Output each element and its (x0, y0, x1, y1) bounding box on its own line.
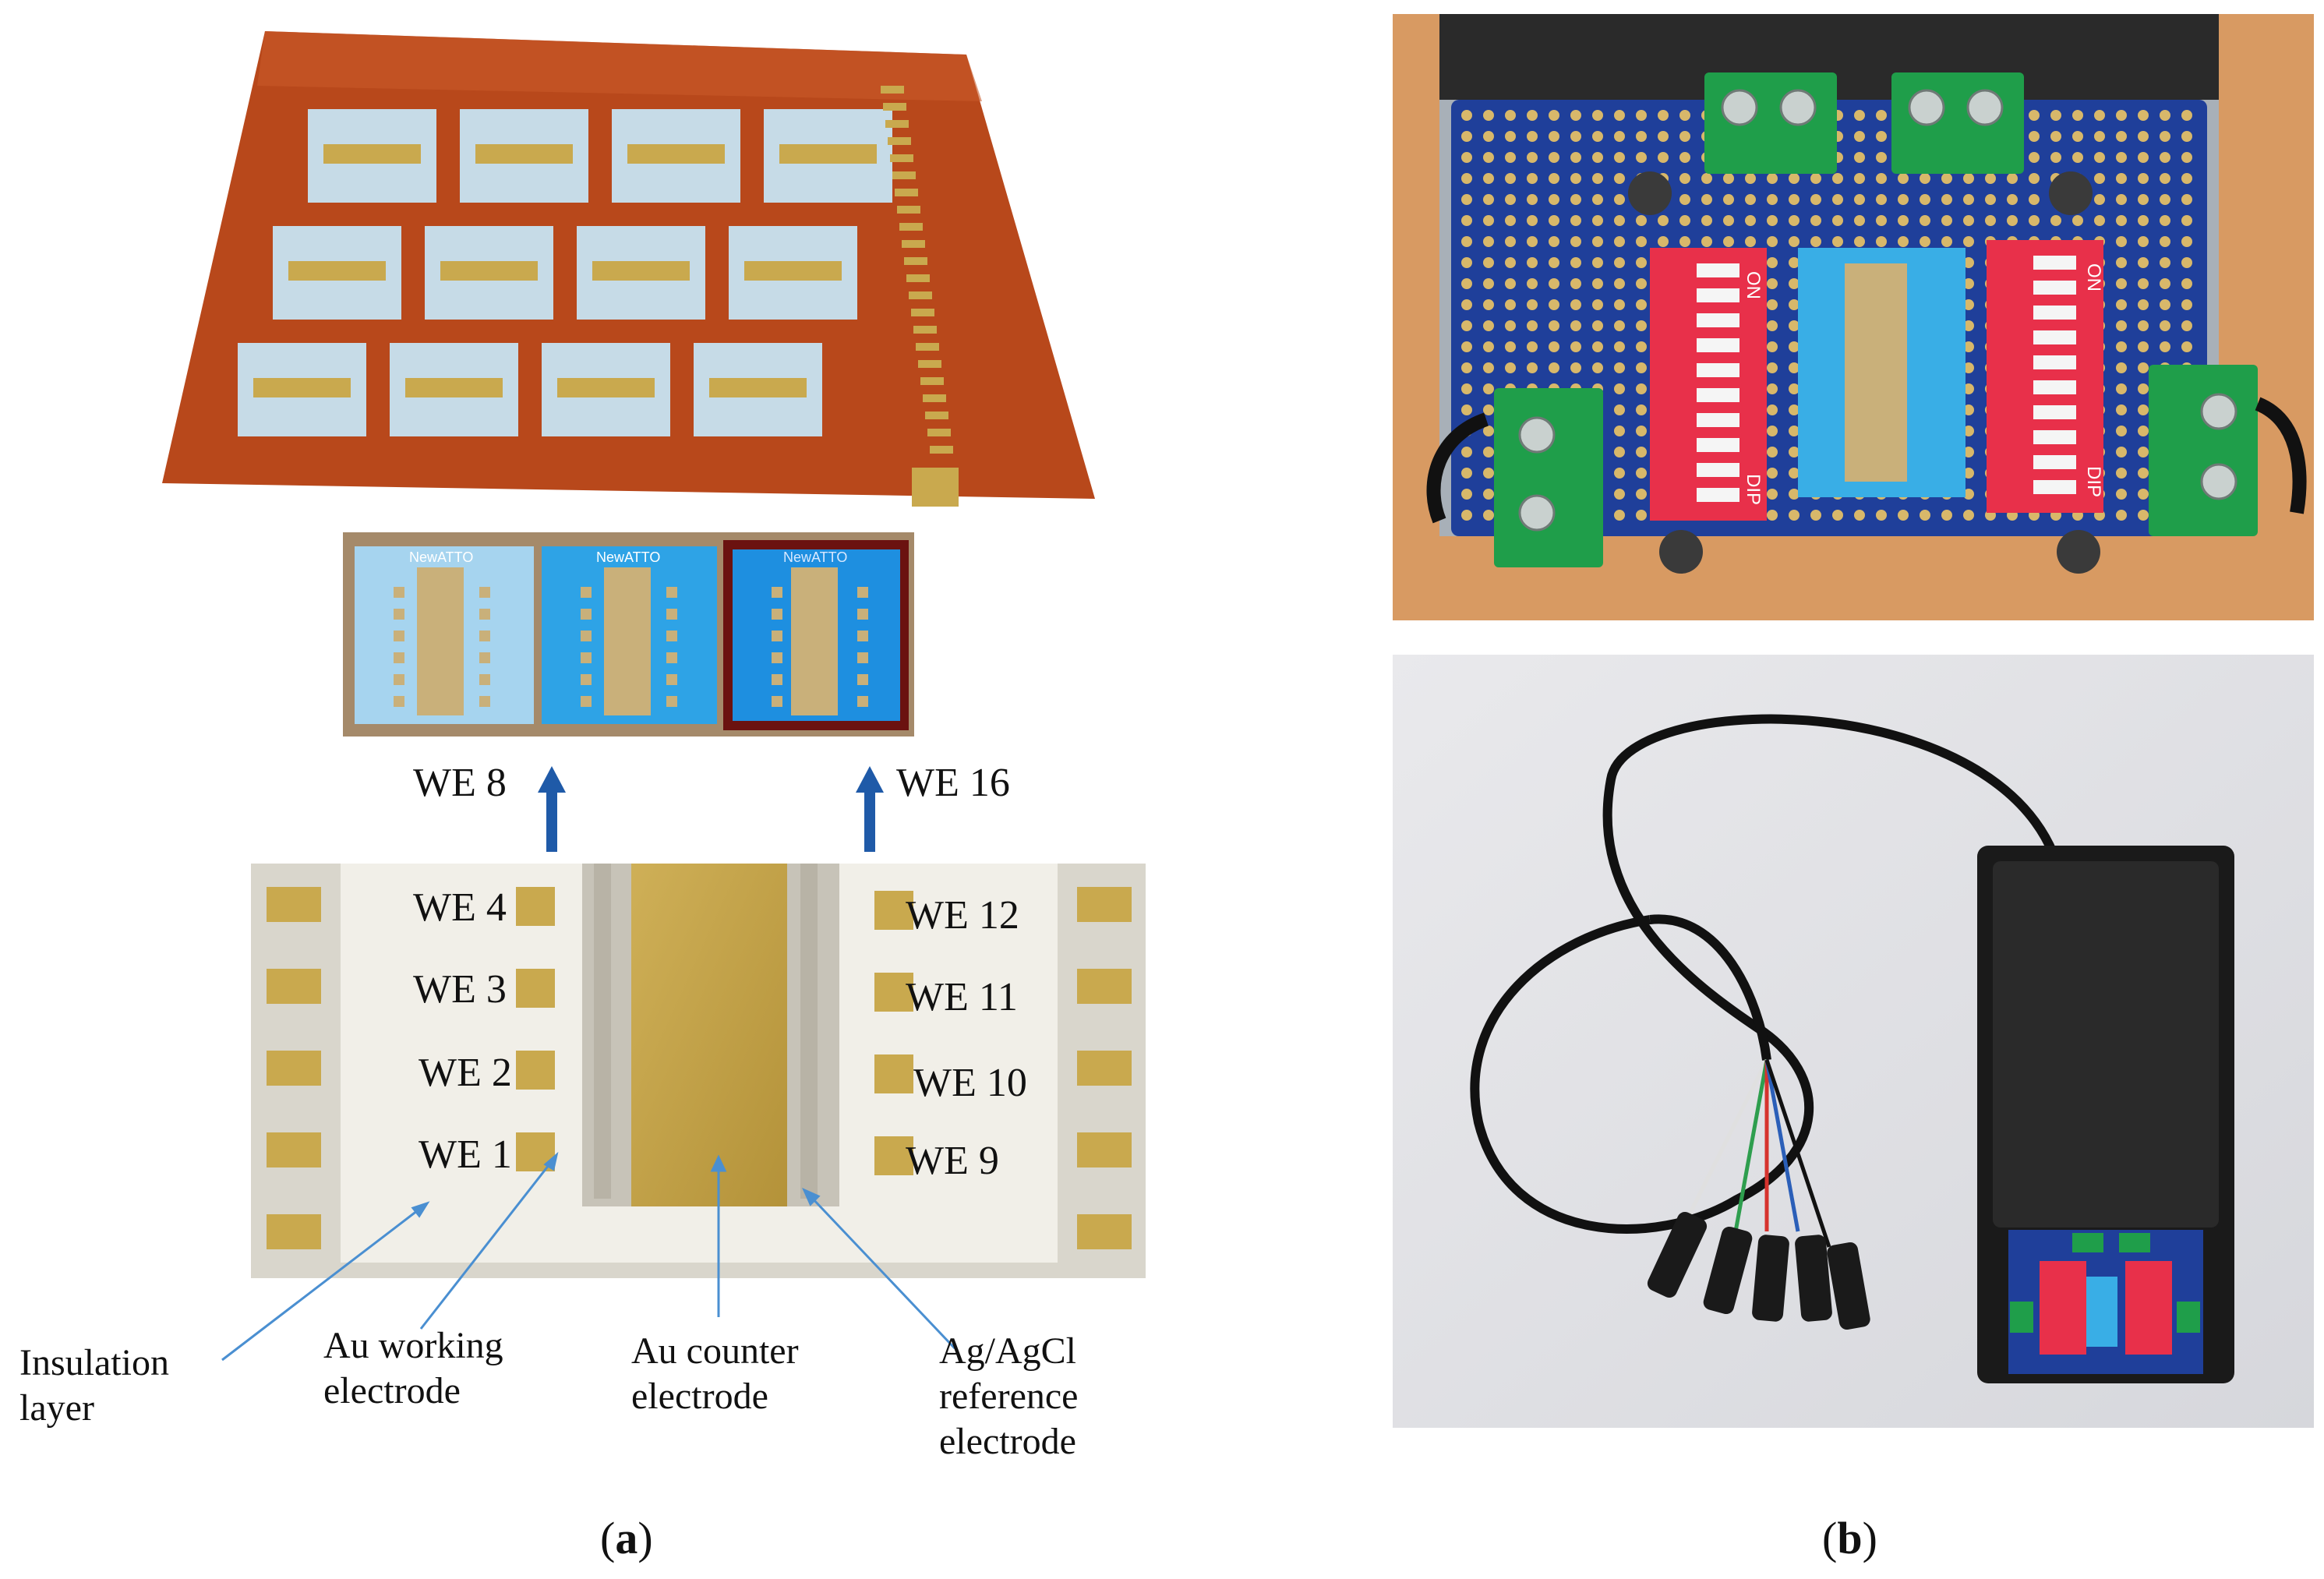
enclosure-cable-photo (1393, 655, 2314, 1428)
three-chips-photo: NewATTO NewATTO NewATTO (343, 532, 914, 737)
panel-b-label: (b) (1822, 1513, 1877, 1563)
chip-label-3: NewATTO (783, 549, 847, 565)
we-8-label: WE 8 (413, 761, 507, 805)
we-left-label: WE 4 (413, 885, 507, 930)
we-left-label: WE 2 (419, 1051, 512, 1095)
we-right-label: WE 10 (913, 1061, 1027, 1105)
we-left-label: WE 3 (413, 967, 507, 1012)
arrow-up-icon (856, 766, 884, 852)
ag-agcl-reference-electrode-callout: Ag/AgCl reference electrode (939, 1330, 1079, 1462)
pcb-board-photo: ON DIP ON DIP (1393, 14, 2314, 620)
sensor-sheet-photo (0, 0, 1138, 514)
arrow-up-icon (538, 766, 566, 852)
dip-dip-right: DIP (2083, 466, 2104, 497)
au-working-electrode-callout: Au working electrode (323, 1325, 503, 1411)
au-counter-electrode-callout: Au counter electrode (631, 1330, 799, 1417)
we-left-label: WE 1 (419, 1132, 512, 1177)
electrode-closeup-photo (251, 864, 1146, 1278)
dip-dip-left: DIP (1743, 474, 1764, 505)
dip-on-right: ON (2083, 263, 2104, 291)
we-16-label: WE 16 (896, 761, 1010, 805)
we-right-label: WE 12 (906, 893, 1019, 938)
panel-a-label: (a) (600, 1513, 653, 1563)
chip-label-2: NewATTO (596, 549, 660, 565)
dip-on-left: ON (1743, 271, 1764, 299)
we-right-label: WE 11 (906, 975, 1018, 1019)
chip-label-1: NewATTO (409, 549, 473, 565)
we-right-label: WE 9 (906, 1139, 999, 1183)
insulation-layer-callout: Insulation layer (19, 1342, 169, 1429)
callout-lines (221, 1151, 956, 1362)
